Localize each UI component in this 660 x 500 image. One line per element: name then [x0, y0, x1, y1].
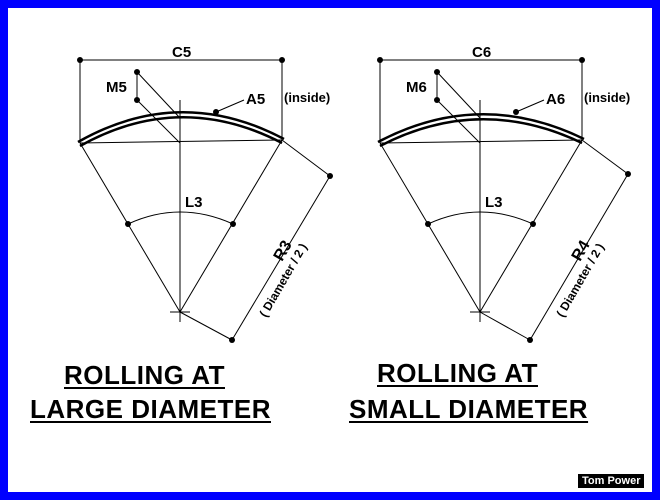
left-arc-note: (inside): [284, 90, 330, 105]
right-sagitta-dot-bottom: [434, 97, 440, 103]
left-arc-leader: [215, 99, 245, 113]
right-angle-label: L3: [485, 194, 503, 211]
left-angle-arc: [127, 211, 234, 225]
left-bar-inner-arc: [79, 116, 283, 148]
drawing-panel: [8, 8, 652, 492]
left-chord-line: [79, 139, 283, 144]
left-bar-outer-arc: [77, 111, 285, 144]
left-radius-ext-bottom: [179, 311, 233, 341]
right-bar-inner-arc: [379, 118, 583, 148]
right-angle-dot-left: [425, 221, 431, 227]
left-angle-dot-left: [125, 221, 131, 227]
right-arc-label: A6: [546, 91, 565, 108]
left-arc-dot: [213, 109, 219, 115]
left-radius-line-a: [79, 142, 181, 313]
right-arc-note: (inside): [584, 90, 630, 105]
left-chord-dot-right: [279, 57, 285, 63]
left-radius-dot-top: [327, 173, 333, 179]
right-sagitta-dot-top: [434, 69, 440, 75]
left-sagitta-dot-bottom: [134, 97, 140, 103]
right-chord-label: C6: [472, 44, 491, 61]
left-chord-dot-left: [77, 57, 83, 63]
left-radius-ext-top: [281, 139, 331, 177]
right-sagitta-leader-top: [436, 71, 481, 119]
right-angle-dot-right: [530, 221, 536, 227]
right-chord-line: [379, 139, 583, 144]
left-radius-dot-bottom: [229, 337, 235, 343]
left-radius-dimension-line: [231, 175, 331, 341]
author-credit: Tom Power: [578, 474, 645, 488]
right-arc-leader: [515, 99, 545, 113]
right-bar-outer-arc: [377, 113, 585, 144]
right-radius-ext-top: [581, 139, 629, 175]
right-radius-ext-bottom: [479, 311, 531, 341]
right-angle-arc: [427, 211, 534, 225]
left-angle-dot-right: [230, 221, 236, 227]
left-sagitta-leader-top: [136, 71, 181, 119]
left-angle-label: L3: [185, 194, 203, 211]
left-sagitta-dot-top: [134, 69, 140, 75]
left-chord-label: C5: [172, 44, 191, 61]
right-sagitta-label: M6: [406, 79, 427, 96]
left-caption-line1: ROLLING AT: [64, 360, 225, 390]
right-chord-dot-left: [377, 57, 383, 63]
right-radius-line-a: [379, 142, 481, 313]
left-sagitta-label: M5: [106, 79, 127, 96]
right-caption-line2: SMALL DIAMETER: [349, 394, 589, 424]
left-sagitta-leader-bottom: [136, 99, 181, 144]
left-caption-line2: LARGE DIAMETER: [30, 394, 271, 424]
right-radius-dot-top: [625, 171, 631, 177]
right-diagram: [377, 59, 629, 341]
right-arc-dot: [513, 109, 519, 115]
right-chord-dot-right: [579, 57, 585, 63]
right-radius-dimension-line: [529, 173, 629, 341]
left-arc-label: A5: [246, 91, 265, 108]
right-caption-line1: ROLLING AT: [377, 358, 538, 388]
right-radius-dot-bottom: [527, 337, 533, 343]
